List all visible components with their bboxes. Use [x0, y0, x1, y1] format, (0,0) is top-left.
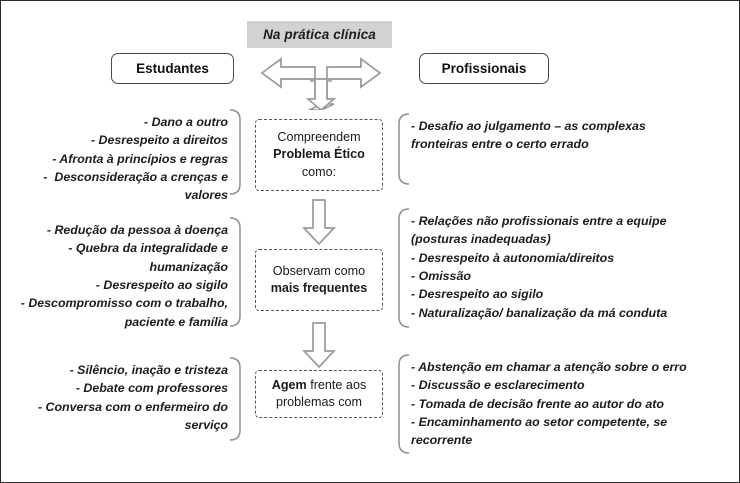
list-item: - Debate com professores [75, 381, 228, 396]
list-item: - Conversa com o enfermeiro do serviço [37, 399, 232, 433]
center-box-1-pre: Compreendem [277, 129, 361, 144]
bracket-right-row-3 [397, 354, 411, 454]
list-item: - Silêncio, inação e tristeza [69, 363, 228, 377]
list-item: - Afronta à princípios e regras [52, 151, 228, 166]
list-item: - Naturalização/ banalização da má condu… [411, 305, 668, 320]
list-item: - Descompromisso com o trabalho, pacient… [20, 296, 232, 329]
diagram-title: Na prática clínica [247, 21, 392, 48]
right-items-row-1: - Desafio ao julgamento – as complexas f… [411, 117, 666, 154]
list-item: - Quebra da integralidade e humanização [68, 241, 232, 274]
center-box-agem: Agem frente aos problemas com [255, 370, 383, 418]
list-item: - Desafio ao julgamento – as complexas f… [411, 119, 650, 152]
center-box-2-pre: Observam como [272, 263, 366, 278]
bracket-right-row-2 [397, 208, 411, 328]
list-item: - Desrespeito ao sigilo [95, 278, 228, 293]
list-item: - Dano a outro [144, 115, 228, 129]
center-box-1-post: como: [301, 164, 337, 179]
list-item: - Desrespeito a direitos [90, 133, 228, 148]
center-box-observam: Observam como mais frequentes [255, 249, 383, 311]
bracket-left-row-2 [229, 217, 243, 327]
column-header-profissionais: Profissionais [419, 53, 549, 84]
list-item: - Redução da pessoa à doença [46, 223, 228, 237]
left-items-row-3: - Silêncio, inação e tristeza - Debate c… [19, 361, 228, 434]
list-item: - Desconsideração a crenças e valores [43, 170, 232, 203]
center-box-3-post: frente aos problemas com [275, 377, 367, 409]
center-box-3-bold: Agem [271, 377, 307, 392]
left-items-row-2: - Redução da pessoa à doença - Quebra da… [11, 221, 228, 331]
three-way-arrow-icon [259, 53, 384, 112]
center-box-1-bold: Problema Ético [273, 147, 365, 162]
bracket-left-row-3 [229, 357, 243, 441]
right-items-row-2: - Relações não profissionais entre a equ… [411, 212, 673, 322]
list-item: - Desrespeito à autonomia/direitos [411, 250, 615, 265]
list-item: - Relações não profissionais entre a equ… [411, 214, 670, 247]
list-item: - Omissão [411, 269, 471, 284]
right-items-row-3: - Abstenção em chamar a atenção sobre o … [411, 358, 689, 450]
bracket-left-row-1 [229, 109, 243, 195]
list-item: - Encaminhamento ao setor competente, se… [411, 415, 671, 448]
center-box-2-bold: mais frequentes [270, 281, 368, 295]
list-item: - Tomada de decisão frente ao autor do a… [411, 396, 664, 411]
list-item: - Abstenção em chamar a atenção sobre o … [411, 360, 687, 374]
center-box-compreendem: Compreendem Problema Ético como: [255, 119, 383, 191]
left-items-row-1: - Dano a outro - Desrespeito a direitos … [23, 113, 228, 205]
bracket-right-row-1 [397, 113, 411, 185]
column-header-estudantes: Estudantes [111, 53, 234, 84]
list-item: - Desrespeito ao sigilo [411, 287, 544, 302]
list-item: - Discussão e esclarecimento [411, 378, 585, 393]
down-arrow-icon-1 [301, 198, 337, 246]
down-arrow-icon-2 [301, 321, 337, 369]
